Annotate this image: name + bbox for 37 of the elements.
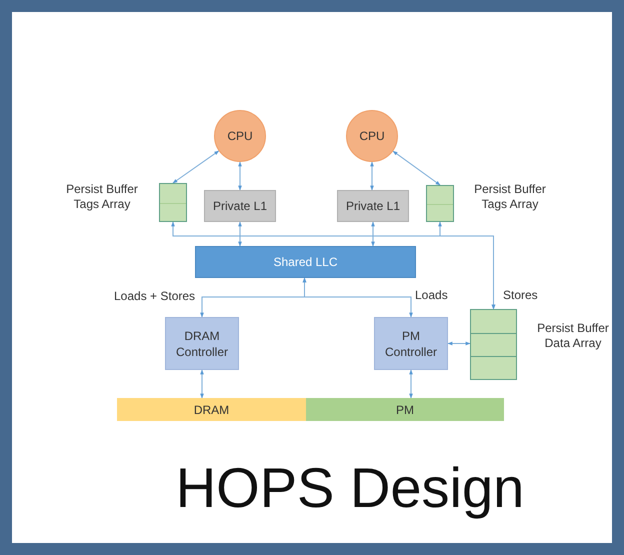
node-label: CPU (358, 128, 386, 144)
arrow (438, 221, 496, 310)
cache-box (204, 190, 276, 222)
arrow (370, 161, 374, 191)
arrow (371, 221, 375, 247)
node-label: CPU (226, 128, 254, 144)
buffer-array-box (470, 309, 517, 380)
buffer-array-box (426, 185, 454, 222)
controller-box (165, 317, 239, 370)
buffer-label: Persist Buffer Tags Array (473, 182, 547, 212)
node-label: PM Controller (384, 328, 438, 360)
cache-box (337, 190, 409, 222)
arrow (200, 369, 204, 399)
node-label: PM (395, 402, 415, 418)
node-label: Shared LLC (272, 254, 339, 270)
arrow (392, 150, 440, 186)
arrow (409, 369, 413, 399)
buffer-label: Persist Buffer Data Array (536, 321, 610, 351)
edge-label: Loads + Stores (113, 289, 196, 303)
buffer-array-box (159, 183, 187, 222)
arrow (447, 342, 471, 346)
buffer-label: Persist Buffer Tags Array (65, 182, 139, 212)
node-label: DRAM Controller (174, 328, 230, 360)
slide-title: HOPS Design (174, 455, 526, 520)
memory-bar (306, 398, 504, 421)
arrow (238, 221, 242, 247)
arrow (302, 277, 413, 318)
edge-label: Stores (502, 288, 539, 302)
memory-bar (117, 398, 306, 421)
controller-box (374, 317, 448, 370)
node-label: DRAM (192, 402, 230, 418)
arrow (238, 161, 242, 191)
cache-box (195, 246, 416, 278)
node-label: Private L1 (212, 198, 268, 214)
edge-label: Loads (414, 288, 449, 302)
node-label: Private L1 (344, 198, 402, 214)
arrow (172, 150, 220, 184)
